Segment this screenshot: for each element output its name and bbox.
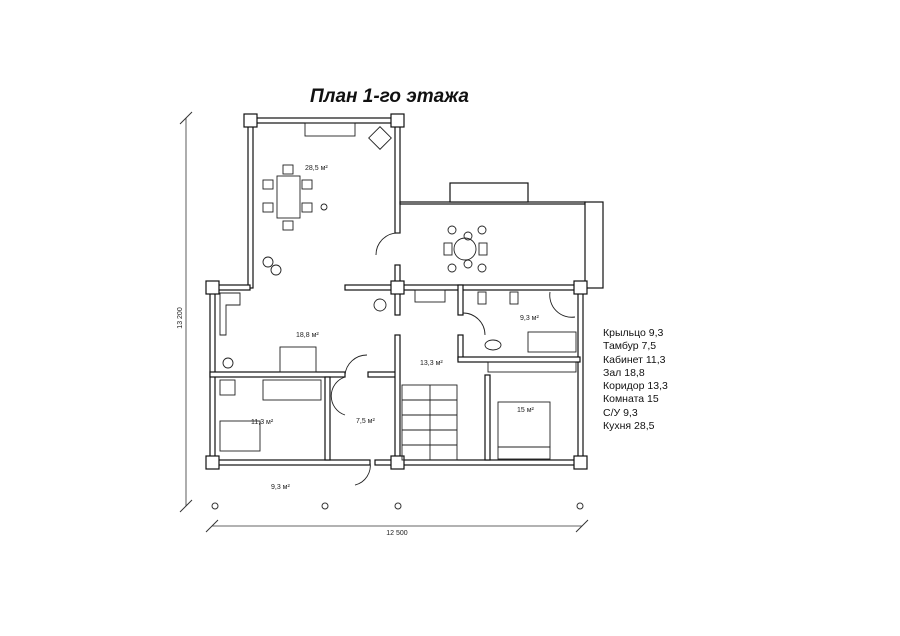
legend-item: Кухня 28,5 bbox=[603, 420, 655, 433]
legend-item: Кабинет 11,3 bbox=[603, 353, 666, 366]
legend-item: Тамбур 7,5 bbox=[603, 340, 657, 353]
legend-item: Коридор 13,3 bbox=[603, 380, 668, 393]
plan-title: План 1-го этажа bbox=[310, 86, 469, 107]
dimension-vertical: 13 200 bbox=[177, 111, 193, 513]
room-area-study: 11,3 м² bbox=[251, 419, 274, 426]
legend-item: Крыльцо 9,3 bbox=[603, 327, 664, 339]
walls bbox=[205, 113, 604, 470]
axis-markers bbox=[211, 502, 584, 510]
room-area-kitchen: 28,5 м² bbox=[305, 165, 328, 172]
room-area-corridor: 13,3 м² bbox=[420, 360, 443, 367]
height-dimension: 13 200 bbox=[177, 307, 184, 329]
legend-item: Зал 18,8 bbox=[603, 366, 645, 379]
width-dimension: 12 500 bbox=[386, 530, 408, 537]
doors bbox=[330, 232, 486, 486]
room-area-hall: 18,8 м² bbox=[296, 332, 319, 339]
furniture bbox=[219, 122, 577, 461]
room-legend: Крыльцо 9,3 Тамбур 7,5 Кабинет 11,3 Зал … bbox=[603, 327, 668, 433]
legend-item: С/У 9,3 bbox=[603, 406, 638, 419]
dimension-horizontal: 12 500 bbox=[205, 519, 589, 537]
room-area-bathroom: 9,3 м² bbox=[520, 315, 539, 322]
room-area-bedroom: 15 м² bbox=[517, 407, 535, 414]
room-area-porch: 9,3 м² bbox=[271, 484, 290, 491]
legend-item: Комната 15 bbox=[603, 393, 659, 406]
room-area-vestibule: 7,5 м² bbox=[356, 418, 375, 425]
